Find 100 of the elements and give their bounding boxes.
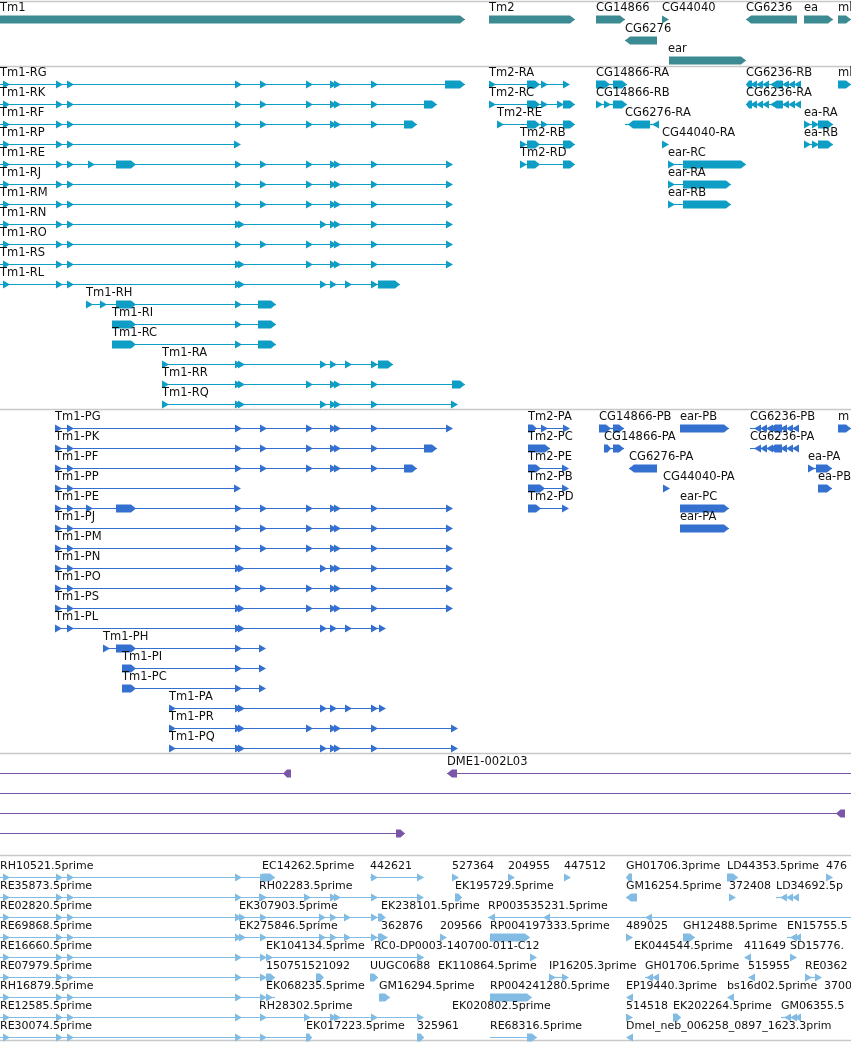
feature-label: Tm1-RS bbox=[0, 246, 45, 259]
feature-label: RE16660.5prime bbox=[0, 939, 93, 952]
feature-label: RE69868.5prime bbox=[0, 919, 93, 932]
feature-label: CG6276 bbox=[625, 22, 672, 35]
feature-label: m bbox=[838, 410, 850, 423]
feature-label: CG14866 bbox=[596, 1, 650, 14]
feature-label: 362876 bbox=[381, 919, 423, 932]
feature-label: GM16254.5prime bbox=[626, 879, 722, 892]
feature-label: EK044544.5prime bbox=[634, 939, 733, 952]
feature-label: ear-RC bbox=[668, 146, 706, 159]
feature-label: bs16d02.5prime bbox=[727, 979, 818, 992]
feature-label: ml bbox=[838, 66, 851, 79]
feature-label: EK202264.5prime bbox=[673, 999, 772, 1012]
feature-label: 447512 bbox=[564, 859, 606, 872]
feature-label: Tm2 bbox=[489, 1, 515, 14]
feature-label: ear-RB bbox=[668, 186, 707, 199]
feature-label: Tm1-RR bbox=[162, 366, 208, 379]
feature-label: RE68316.5prime bbox=[490, 1019, 583, 1032]
feature-label: 527364 bbox=[452, 859, 494, 872]
feature-label: 372408 bbox=[729, 879, 771, 892]
feature-label: 3700 bbox=[824, 979, 851, 992]
feature-label: Tm1-RC bbox=[112, 326, 158, 339]
feature-label: RE12585.5prime bbox=[0, 999, 93, 1012]
feature-label: 514518 bbox=[626, 999, 668, 1012]
feature-label: UUGC0688 bbox=[370, 959, 431, 972]
feature-label: EK238101.5prime bbox=[381, 899, 480, 912]
feature-label: EK068235.5prime bbox=[266, 979, 365, 992]
feature-label: ear-PC bbox=[680, 490, 718, 503]
feature-label: EP19440.3prime bbox=[626, 979, 718, 992]
feature-label: RP004197333.5prime bbox=[490, 919, 610, 932]
feature-label: 204955 bbox=[508, 859, 550, 872]
feature-label: Tm1-PO bbox=[55, 570, 101, 583]
feature-label: 411649 bbox=[744, 939, 786, 952]
feature-label: LD34692.5p bbox=[776, 879, 844, 892]
feature-label: EK110864.5prime bbox=[438, 959, 537, 972]
feature-label: RH28302.5prime bbox=[259, 999, 353, 1012]
feature-label: Tm1-RH bbox=[86, 286, 133, 299]
feature-label: Tm1-PF bbox=[55, 450, 99, 463]
feature-label: Tm1-PQ bbox=[169, 730, 215, 743]
feature-label: RE07979.5prime bbox=[0, 959, 93, 972]
feature-label: RE0362 bbox=[805, 959, 848, 972]
feature-label: ea-RB bbox=[804, 126, 839, 139]
feature-label: Tm1-RJ bbox=[0, 166, 42, 179]
feature-label: RP004241280.5prime bbox=[490, 979, 610, 992]
feature-label: Tm2-RA bbox=[489, 66, 535, 79]
feature-label: CG14866-PB bbox=[599, 410, 672, 423]
feature-label: Tm2-PC bbox=[528, 430, 573, 443]
feature-label: 150751521092 bbox=[266, 959, 350, 972]
feature-label: EK104134.5prime bbox=[266, 939, 365, 952]
feature-label: CG6236-PB bbox=[750, 410, 816, 423]
feature-label: RH02283.5prime bbox=[259, 879, 353, 892]
feature-label: Dmel_neb_006258_0897_1623.3prim bbox=[626, 1019, 832, 1032]
feature-label: Tm1-PR bbox=[169, 710, 214, 723]
feature-label: 476 bbox=[826, 859, 847, 872]
feature-label: GM16294.5prime bbox=[379, 979, 475, 992]
feature-label: Tm1-PN bbox=[55, 550, 101, 563]
feature-label: Tm1-PK bbox=[55, 430, 100, 443]
feature-label: CG44040 bbox=[662, 1, 716, 14]
feature-label: CG14866-RB bbox=[596, 86, 670, 99]
feature-label: RE30074.5prime bbox=[0, 1019, 93, 1032]
feature-label: Tm1-PJ bbox=[55, 510, 96, 523]
feature-label: ear-PA bbox=[680, 510, 717, 523]
feature-label: Tm1-RF bbox=[0, 106, 45, 119]
feature-label: RH10521.5prime bbox=[0, 859, 94, 872]
feature-label: GH01706.3prime bbox=[626, 859, 721, 872]
feature-label: Tm1-RN bbox=[0, 206, 47, 219]
feature-label: Tm1 bbox=[0, 1, 26, 14]
feature-label: 442621 bbox=[370, 859, 412, 872]
feature-label: 325961 bbox=[417, 1019, 459, 1032]
feature-label: ear-RA bbox=[668, 166, 706, 179]
feature-label: CG14866-RA bbox=[596, 66, 670, 79]
feature-label: EK275846.5prime bbox=[239, 919, 338, 932]
feature-label: RE35873.5prime bbox=[0, 879, 93, 892]
feature-label: ear-PB bbox=[680, 410, 718, 423]
feature-label: Tm1-RL bbox=[0, 266, 45, 279]
feature-label: 489025 bbox=[626, 919, 668, 932]
feature-label: LD44353.5prime bbox=[727, 859, 820, 872]
feature-label: IP16205.3prime bbox=[549, 959, 637, 972]
feature-label: ml bbox=[838, 1, 851, 14]
feature-label: RH16879.5prime bbox=[0, 979, 94, 992]
feature-label: Tm1-PE bbox=[55, 490, 99, 503]
feature-label: Tm2-PB bbox=[528, 470, 573, 483]
feature-label: CG6236-RA bbox=[746, 86, 812, 99]
feature-label: CG14866-PA bbox=[604, 430, 676, 443]
feature-label: EK307903.5prime bbox=[239, 899, 338, 912]
feature-label: GH12488.5prime bbox=[683, 919, 778, 932]
feature-label: Tm1-RQ bbox=[162, 386, 209, 399]
feature-label: Tm2-RB bbox=[520, 126, 566, 139]
feature-label: Tm1-RI bbox=[112, 306, 154, 319]
feature-label: 209566 bbox=[440, 919, 482, 932]
feature-label: Tm1-PM bbox=[55, 530, 102, 543]
feature-label: Tm2-PD bbox=[528, 490, 574, 503]
feature-label: Tm1-PS bbox=[55, 590, 99, 603]
feature-label: Tm1-RA bbox=[162, 346, 208, 359]
feature-label: CG6276-RA bbox=[625, 106, 691, 119]
feature-label: Tm1-PA bbox=[169, 690, 213, 703]
feature-label: Tm1-RO bbox=[0, 226, 47, 239]
feature-label: ea-PA bbox=[808, 450, 841, 463]
feature-label: CG6236 bbox=[746, 1, 793, 14]
feature-label: Tm1-RP bbox=[0, 126, 45, 139]
